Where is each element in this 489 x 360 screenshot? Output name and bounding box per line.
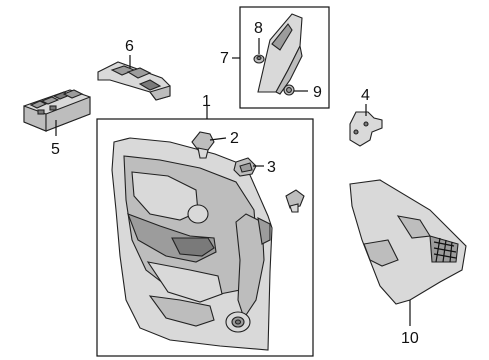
callout-2: 2 (230, 130, 239, 147)
leader-line-2 (209, 137, 227, 141)
mirror-cover-part (257, 13, 303, 95)
window-switch-part (23, 89, 91, 132)
callout-8: 8 (254, 20, 263, 37)
callout-7: 7 (220, 50, 229, 67)
insulator-panel-part (349, 179, 467, 305)
callout-6: 6 (125, 38, 134, 55)
grommet-clip-part (283, 84, 295, 96)
door-trim-panel-part (111, 137, 273, 351)
callout-1: 1 (202, 93, 211, 110)
callout-3: 3 (267, 159, 276, 176)
bracket-clip-part (233, 157, 257, 177)
callout-10: 10 (401, 330, 419, 347)
callout-9: 9 (313, 84, 322, 101)
mounting-bracket-part (349, 111, 383, 147)
push-pin-clip-part (253, 54, 265, 64)
switch-bezel-part (97, 61, 171, 101)
callout-5: 5 (51, 141, 60, 158)
retainer-clip-part (191, 131, 215, 159)
callout-4: 4 (361, 87, 370, 104)
door-trim-box (96, 118, 314, 357)
push-clip-part (285, 189, 305, 213)
